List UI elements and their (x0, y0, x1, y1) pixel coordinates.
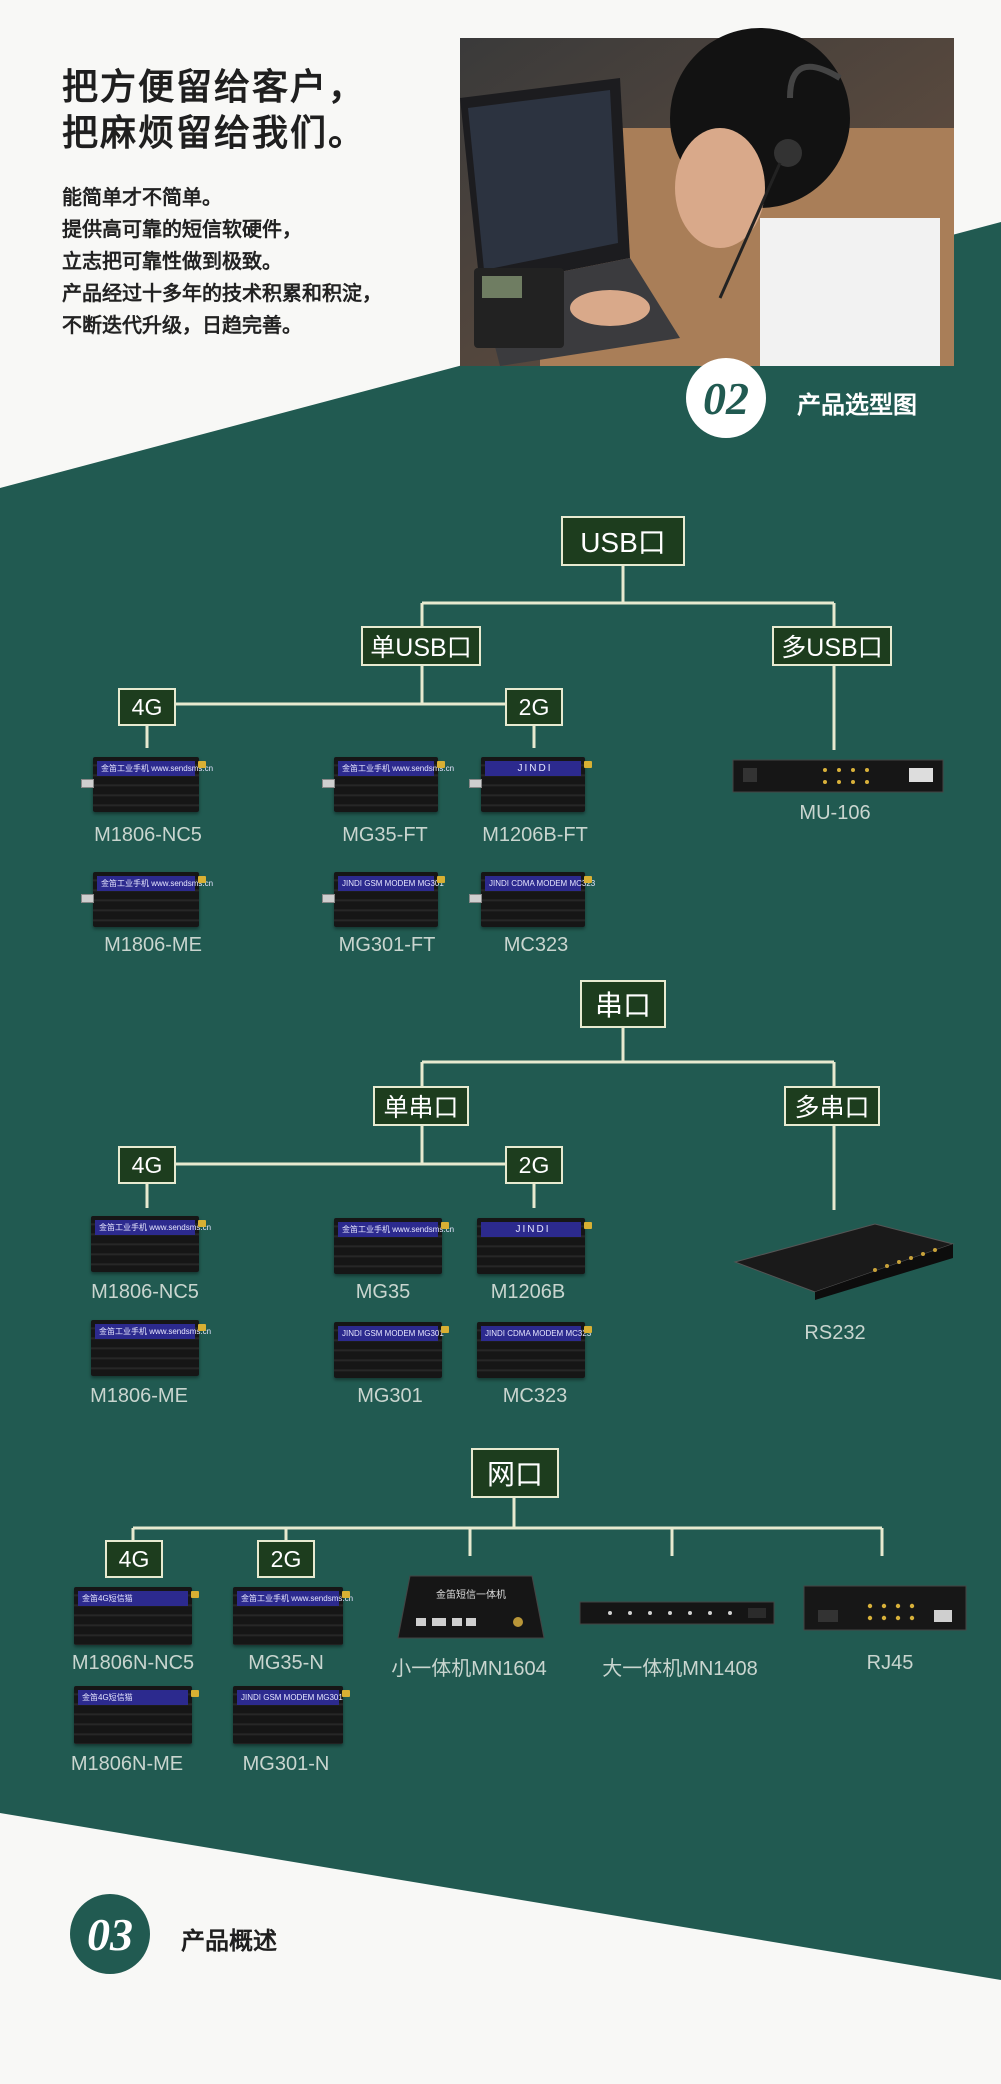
product-caption: RS232 (804, 1322, 866, 1344)
product-caption: M1806-ME (104, 934, 202, 956)
product-caption: M1206B (490, 1281, 566, 1303)
product-caption: M1806-NC5 (91, 1281, 199, 1303)
product-caption: M1206B-FT (482, 824, 588, 846)
node-usb-4g: 4G (118, 688, 176, 726)
product-caption: 小一体机MN1604 (391, 1658, 547, 1680)
modem-image: 金笛4G短信猫 (74, 1587, 199, 1645)
node-usb-single: 单USB口 (361, 626, 481, 666)
modem-image: JINDI GSM MODEM MG301 (334, 1322, 449, 1378)
product-caption: M1806-NC5 (94, 824, 202, 846)
node-network-2g: 2G (257, 1540, 315, 1578)
node-serial-multi: 多串口 (784, 1086, 880, 1126)
modem-image: 金笛工业手机 www.sendsms.cn (81, 757, 213, 812)
intro-body: 能简单才不简单。 提供高可靠的短信软硬件， 立志把可靠性做到极致。 产品经过十多… (62, 187, 382, 337)
product-caption: MG35-N (248, 1652, 324, 1674)
node-serial-4g: 4G (118, 1146, 176, 1184)
product-caption: MG35 (355, 1281, 411, 1303)
green-panel (0, 222, 1001, 1980)
section-2-title: 产品选型图 (797, 392, 917, 419)
modem-image: JINDI (469, 757, 592, 812)
modem-image: JINDI CDMA MODEM MC323 (477, 1322, 592, 1378)
node-usb-root: USB口 (561, 516, 685, 566)
node-network-root: 网口 (471, 1448, 559, 1498)
modem-image: 金笛工业手机 www.sendsms.cn (334, 1218, 454, 1274)
product-caption: MU-106 (799, 802, 871, 824)
node-network-4g: 4G (105, 1540, 163, 1578)
product-caption: MC323 (503, 934, 569, 956)
rack-device-image (732, 759, 944, 793)
all-in-one-device-image: 金笛短信一体机 (397, 1575, 545, 1639)
all-in-one-device-label: 金笛短信一体机 (436, 1588, 506, 1601)
node-serial-2g: 2G (505, 1146, 563, 1184)
modem-image: 金笛4G短信猫 (74, 1686, 199, 1744)
section-3-title: 产品概述 (181, 1928, 277, 1955)
product-caption: MG301-N (242, 1753, 330, 1775)
rack-device-image (803, 1585, 967, 1631)
modem-image: JINDI GSM MODEM MG301 (233, 1686, 350, 1744)
product-caption: MG301-FT (338, 934, 436, 956)
node-serial-single: 单串口 (373, 1086, 469, 1126)
section-3-number-badge: 03 (70, 1894, 150, 1974)
product-caption: M1806N-NC5 (71, 1652, 195, 1674)
product-caption: 大一体机MN1408 (602, 1658, 758, 1680)
product-caption: RJ45 (866, 1652, 914, 1674)
modem-image: 金笛工业手机 www.sendsms.cn (81, 872, 213, 927)
modem-image: JINDI (477, 1218, 592, 1274)
node-usb-2g: 2G (505, 688, 563, 726)
modem-image: JINDI GSM MODEM MG301 (322, 872, 445, 927)
support-agent-photo (460, 28, 954, 366)
modem-image: 金笛工业手机 www.sendsms.cn (233, 1587, 353, 1645)
node-usb-multi: 多USB口 (772, 626, 892, 666)
product-caption: MG35-FT (342, 824, 428, 846)
intro-title: 把方便留给客户， 把麻烦留给我们。 (62, 66, 367, 153)
product-caption: M1806-ME (90, 1385, 188, 1407)
section-2-number-badge: 02 (686, 358, 766, 438)
rack-device-image (579, 1601, 775, 1625)
product-caption: MC323 (502, 1385, 568, 1407)
product-caption: MG301 (357, 1385, 423, 1407)
rack-device-image (733, 1223, 955, 1300)
modem-image: 金笛工业手机 www.sendsms.cn (322, 757, 454, 812)
modem-image: 金笛工业手机 www.sendsms.cn (91, 1320, 211, 1376)
modem-image: JINDI CDMA MODEM MC323 (469, 872, 595, 927)
node-serial-root: 串口 (580, 980, 666, 1028)
modem-image: 金笛工业手机 www.sendsms.cn (91, 1216, 211, 1272)
product-caption: M1806N-ME (70, 1753, 184, 1775)
